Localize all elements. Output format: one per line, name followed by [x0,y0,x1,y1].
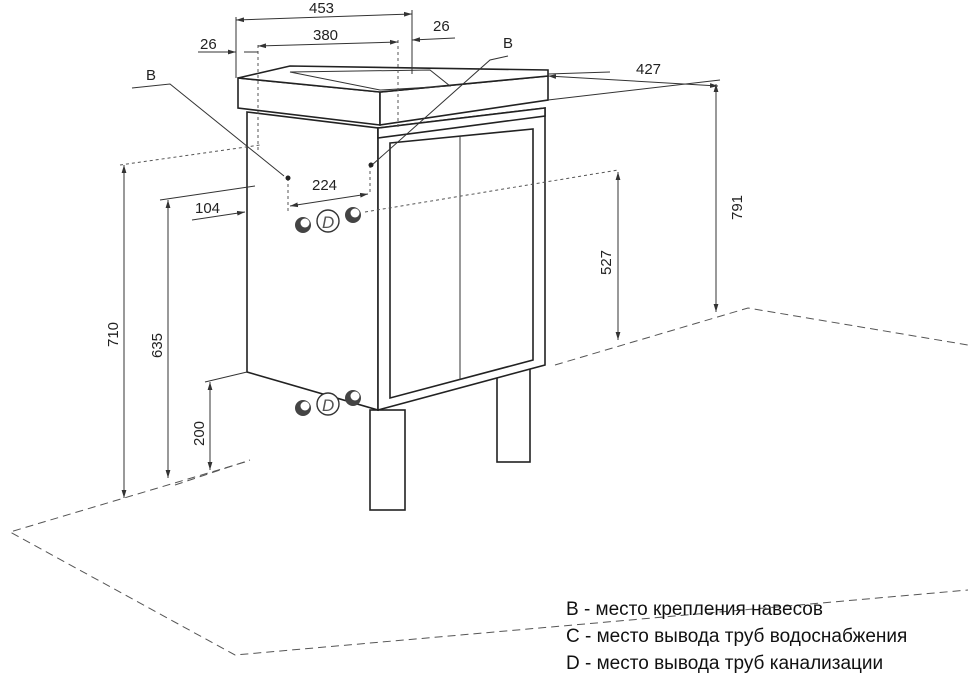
pipe-markers-lower: D [295,390,361,416]
cabinet-doors [389,128,534,400]
dim-height-635: 635 [149,333,166,358]
dim-height-total: 791 [729,195,746,220]
dim-width-total: 453 [309,0,334,17]
dim-height-710: 710 [105,322,122,347]
basin-top [237,65,549,93]
marker-b-left: B [146,67,156,84]
dimension-lines [119,10,721,498]
dim-pipe-height-upper: 527 [598,250,615,275]
cabinet-top-rail [377,107,546,139]
legend-item-d: D - место вывода труб канализации [566,653,884,674]
pipe-markers-upper: D [295,207,361,233]
marker-d-lower: D [322,396,334,415]
dim-pipe-height-lower: 200 [191,421,208,446]
marker-d-upper: D [322,213,334,232]
basin-bowl [289,69,452,91]
legend-item-c: C - место вывода труб водоснабжения [566,626,908,647]
dim-mount-spacing: 224 [312,177,337,194]
floor-outline [8,307,969,656]
legend-item-b: B - место крепления навесов [566,599,823,620]
front-right-leg [496,367,531,463]
dim-offset-left: 26 [200,36,217,53]
mount-point-left [285,175,291,181]
dim-mount-offset: 104 [195,200,220,217]
marker-b-right: B [503,35,513,52]
cabinet-side [246,111,379,412]
dim-offset-right: 26 [433,18,450,35]
dim-basin-inner: 380 [313,27,338,44]
dim-depth: 427 [636,61,661,78]
legend: B - место крепления навесов C - место вы… [566,596,907,677]
mount-point-right [368,162,374,168]
front-left-leg [369,409,406,511]
